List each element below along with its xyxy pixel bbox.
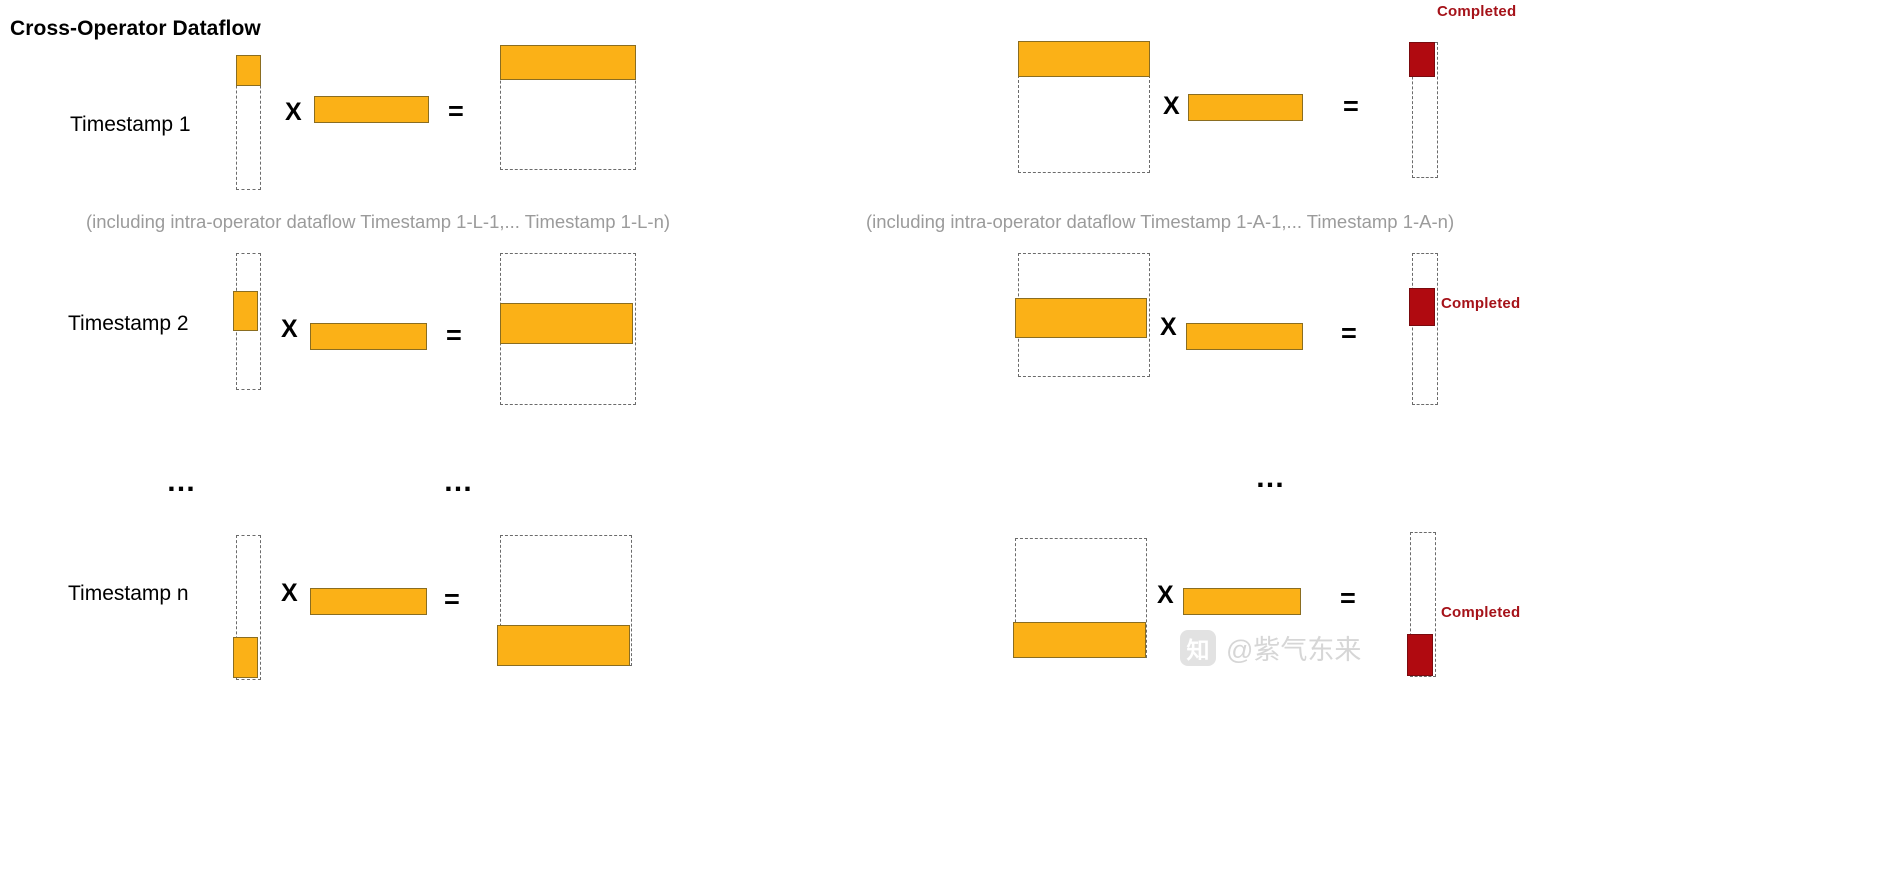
right-result-outline-row2: [1412, 253, 1438, 405]
left-vector-tile-rown: [233, 637, 258, 678]
multiply-operator-row2-left: X: [281, 315, 298, 343]
equals-operator-rown-right: =: [1340, 583, 1356, 613]
left-vector-tile-row1: [236, 55, 261, 86]
right-weights-rown: [1183, 588, 1301, 615]
page-title: Cross-Operator Dataflow: [10, 17, 261, 40]
watermark-handle: @紫气东来: [1226, 635, 1362, 665]
right-matrix-tile-row1: [1018, 41, 1150, 77]
right-result-outline-rown: [1410, 532, 1436, 677]
multiply-operator-row2-right: X: [1160, 313, 1177, 341]
status-badge-completed-rown: Completed: [1441, 604, 1521, 621]
right-result-tile-row1: [1409, 42, 1435, 77]
left-result-tile-rown: [497, 625, 630, 666]
ellipsis-left-vector: …: [166, 465, 200, 498]
ellipsis-left-result: …: [443, 465, 477, 498]
row-label-timestamp-n: Timestamp n: [68, 582, 189, 605]
equals-operator-row1-left: =: [448, 96, 464, 126]
equals-operator-row2-left: =: [446, 320, 462, 350]
status-badge-completed-row1: Completed: [1437, 3, 1517, 20]
left-vector-outline-rown: [236, 535, 261, 680]
right-matrix-tile-row2: [1015, 298, 1147, 338]
status-badge-completed-row2: Completed: [1441, 295, 1521, 312]
equals-operator-rown-left: =: [444, 584, 460, 614]
left-weights-row2: [310, 323, 427, 350]
watermark-logo-icon: 知: [1180, 629, 1216, 666]
multiply-operator-rown-right: X: [1157, 581, 1174, 609]
watermark: 知 @紫气东来: [1180, 628, 1361, 667]
right-matrix-tile-rown: [1013, 622, 1146, 658]
left-weights-rown: [310, 588, 427, 615]
equals-operator-row2-right: =: [1341, 318, 1357, 348]
left-result-tile-row1: [500, 45, 636, 80]
right-weights-row2: [1186, 323, 1303, 350]
row-label-timestamp-2: Timestamp 2: [68, 312, 189, 335]
left-result-tile-row2: [500, 303, 633, 344]
right-weights-row1: [1188, 94, 1303, 121]
equals-operator-row1-right: =: [1343, 91, 1359, 121]
row-label-timestamp-1: Timestamp 1: [70, 113, 191, 136]
multiply-operator-row1-right: X: [1163, 92, 1180, 120]
right-result-tile-rown: [1407, 634, 1433, 676]
caption-right-intra-operator: (including intra-operator dataflow Times…: [866, 211, 1455, 232]
left-weights-row1: [314, 96, 429, 123]
multiply-operator-rown-left: X: [281, 579, 298, 607]
right-result-tile-row2: [1409, 288, 1435, 326]
multiply-operator-row1-left: X: [285, 98, 302, 126]
caption-left-intra-operator: (including intra-operator dataflow Times…: [86, 211, 671, 232]
ellipsis-right-group: …: [1255, 461, 1289, 494]
left-vector-tile-row2: [233, 291, 258, 331]
